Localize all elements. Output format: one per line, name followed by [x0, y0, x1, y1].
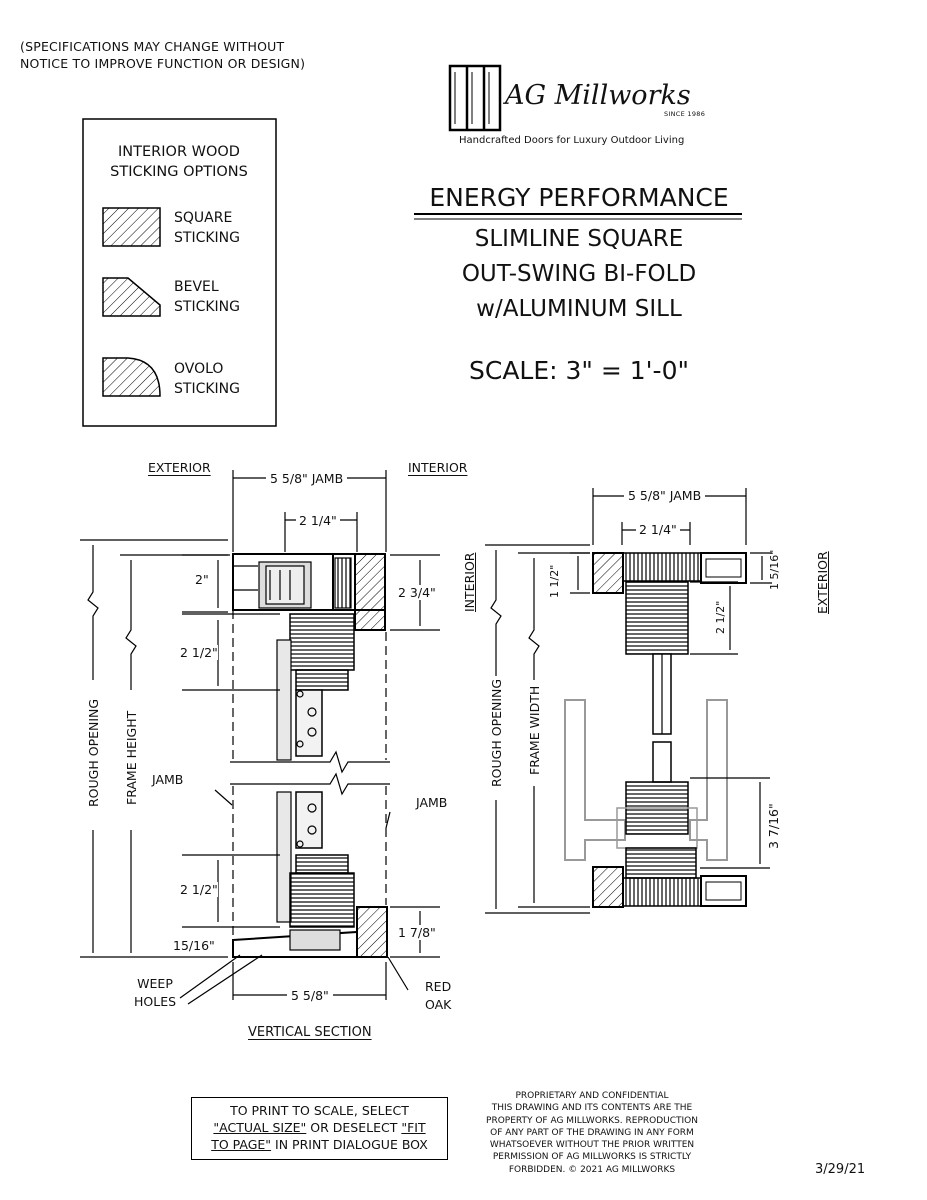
- hs-jamb-width-dim: 5 5/8" JAMB: [624, 488, 706, 503]
- bevel-sticking-icon: [102, 277, 161, 317]
- brand-name: AG Millworks: [505, 80, 691, 111]
- print-note-box: [191, 1097, 448, 1160]
- print-note-actual: "ACTUAL SIZE": [213, 1120, 307, 1135]
- hs-interior-label: INTERIOR: [462, 552, 477, 612]
- brand-since: SINCE 1986: [664, 110, 706, 118]
- hs-frame-width-label: FRAME WIDTH: [527, 682, 542, 778]
- print-note: TO PRINT TO SCALE, SELECT "ACTUAL SIZE" …: [191, 1102, 448, 1153]
- vs-dim-2-3-4: 2 3/4": [398, 585, 436, 600]
- vs-exterior-label: EXTERIOR: [148, 460, 211, 475]
- ovolo-sticking-icon: [102, 357, 161, 397]
- legend-square-label: SQUARE STICKING: [174, 210, 240, 246]
- hs-dim-right: 1 5/16": [768, 549, 781, 590]
- drawing-date: 3/29/21: [815, 1162, 866, 1177]
- vs-top-width-dim: 2 1/4": [296, 513, 340, 528]
- print-note-line1: TO PRINT TO SCALE, SELECT: [230, 1103, 409, 1118]
- print-note-line3: TO PAGE" IN PRINT DIALOGUE BOX: [191, 1136, 448, 1153]
- hs-rough-opening-label: ROUGH OPENING: [489, 675, 504, 790]
- hs-top-width-dim: 2 1/4": [636, 522, 680, 537]
- vs-interior-label: INTERIOR: [408, 460, 468, 475]
- print-note-fit: "FIT: [401, 1120, 426, 1135]
- disclaimer-text: (SPECIFICATIONS MAY CHANGE WITHOUT NOTIC…: [20, 39, 306, 71]
- title-line1: SLIMLINE SQUARE: [474, 226, 684, 252]
- legend-ovolo-label: OVOLO STICKING: [174, 361, 240, 397]
- print-note-dialogue: IN PRINT DIALOGUE BOX: [271, 1137, 428, 1152]
- hs-dim-3-7-16: 3 7/16": [766, 800, 781, 852]
- vs-dim-1-7-8: 1 7/8": [398, 925, 436, 940]
- print-note-to-page: TO PAGE": [211, 1137, 272, 1152]
- hs-dim-left: 1 1/2": [548, 564, 561, 598]
- square-sticking-icon: [102, 207, 161, 247]
- vs-red-oak-label: RED OAK: [425, 979, 452, 1012]
- vs-jamb-left-label: JAMB: [152, 772, 184, 787]
- hs-dim-mid: 2 1/2": [714, 600, 727, 634]
- legend-bevel-label: BEVEL STICKING: [174, 279, 240, 315]
- brand-tagline: Handcrafted Doors for Luxury Outdoor Liv…: [459, 135, 685, 146]
- legend-box: [82, 118, 277, 427]
- print-note-line2: "ACTUAL SIZE" OR DESELECT "FIT: [191, 1119, 448, 1136]
- vs-weep-holes-label: WEEP HOLES: [134, 976, 177, 1009]
- vs-dim-2-1-2-top: 2 1/2": [180, 645, 218, 660]
- vs-jamb-width-dim: 5 5/8" JAMB: [266, 471, 348, 486]
- legend-title: INTERIOR WOOD STICKING OPTIONS: [110, 144, 248, 180]
- scale-label: SCALE: 3" = 1'-0": [469, 356, 689, 385]
- vs-frame-height-label: FRAME HEIGHT: [124, 707, 139, 808]
- horizontal-section: [485, 488, 772, 914]
- print-note-or: OR DESELECT: [306, 1120, 402, 1135]
- vs-rough-opening-label: ROUGH OPENING: [86, 695, 101, 810]
- title-line2: OUT-SWING BI-FOLD: [461, 261, 697, 287]
- vs-caption: VERTICAL SECTION: [248, 1025, 372, 1040]
- vs-sill-width-dim: 5 5/8": [287, 988, 333, 1003]
- vs-jamb-right-label: JAMB: [416, 795, 448, 810]
- vs-dim-15-16: 15/16": [173, 938, 215, 953]
- vs-dim-2-1-2-bottom: 2 1/2": [180, 882, 218, 897]
- title-main: ENERGY PERFORMANCE: [429, 183, 729, 212]
- logo-mark: [448, 64, 502, 132]
- title-subtitle: SLIMLINE SQUARE OUT-SWING BI-FOLD w/ALUM…: [412, 222, 746, 327]
- vertical-section: [80, 470, 440, 1005]
- proprietary-notice: PROPRIETARY AND CONFIDENTIAL THIS DRAWIN…: [486, 1091, 698, 1175]
- hs-exterior-label: EXTERIOR: [815, 551, 830, 614]
- vs-dim-2: 2": [195, 572, 209, 587]
- title-line3: w/ALUMINUM SILL: [476, 296, 682, 322]
